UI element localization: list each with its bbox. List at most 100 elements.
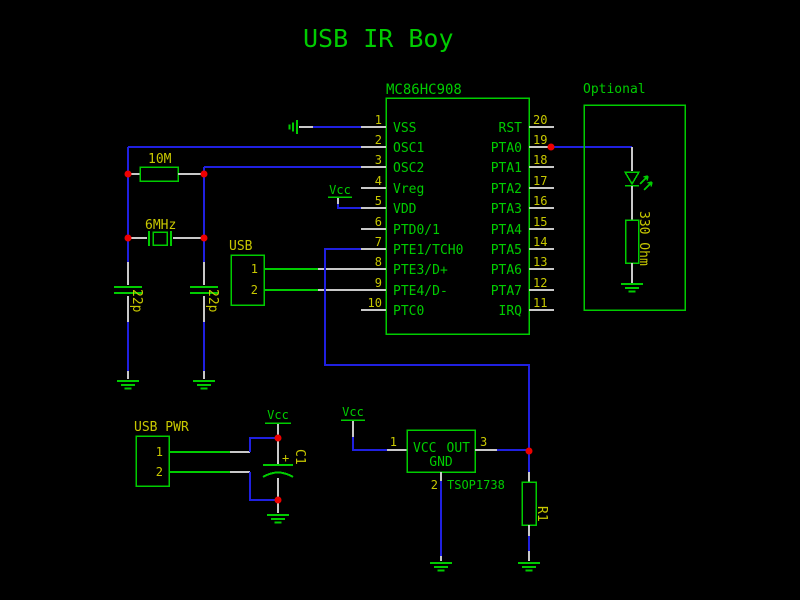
resistor-r1: R1 <box>521 452 549 561</box>
pin-label: IRQ <box>499 304 523 319</box>
mcu-part-name: MC86HC908 <box>386 82 462 98</box>
resistor-value: 10M <box>148 152 172 167</box>
pin-label: PTE3/D+ <box>393 263 448 278</box>
tsop-vcc-pin: VCC <box>413 441 436 456</box>
net-wire-vdd <box>337 204 361 209</box>
usb-connector: USB 1 2 <box>229 239 361 306</box>
ground-symbol <box>193 380 215 390</box>
pin-label: RST <box>499 121 523 136</box>
pin-number: 7 <box>375 235 382 249</box>
pin-number: 14 <box>533 235 547 249</box>
ground-symbol <box>288 120 313 134</box>
pin-label: Vreg <box>393 182 424 197</box>
resistor-body <box>521 481 537 526</box>
vcc-symbol: Vcc <box>328 183 352 204</box>
tsop-out-pin: OUT <box>447 441 471 456</box>
pin-number: 5 <box>375 194 382 208</box>
crystal-value: 6MHz <box>145 218 176 233</box>
led-arrow <box>639 175 649 185</box>
resistor-330: 330 Ohm <box>624 211 651 266</box>
resistor-body <box>139 166 179 182</box>
junction-dot <box>525 447 533 455</box>
pin-number: 9 <box>375 276 382 290</box>
pin-label: PTA7 <box>491 284 522 299</box>
pin-label: VDD <box>393 202 417 217</box>
junction-dot <box>547 143 555 151</box>
pin-number: 1 <box>390 435 397 449</box>
pin-number: 4 <box>375 174 382 188</box>
pin-number: 11 <box>533 296 547 310</box>
pin-number: 1 <box>375 113 382 127</box>
junction-dot <box>274 496 282 504</box>
ground-symbol <box>430 562 452 572</box>
tsop-part-name: TSOP1738 <box>447 478 505 492</box>
vcc-symbol: Vcc <box>341 405 365 437</box>
net-wire-vcc <box>249 437 276 452</box>
cap-value: 22p <box>205 289 220 313</box>
pin-number: 8 <box>375 255 382 269</box>
mcu-body <box>385 97 530 335</box>
crystal-6mhz: 6MHz <box>130 218 202 246</box>
pin-label: PTD0/1 <box>393 223 440 238</box>
capacitor-c1: + C1 <box>262 440 307 498</box>
pin-label: PTE1/TCH0 <box>393 243 463 258</box>
pin-number: 2 <box>156 465 163 479</box>
net-wire-irout <box>324 248 530 448</box>
pin-number: 2 <box>251 283 258 297</box>
junction-dot <box>200 170 208 178</box>
junction-dot <box>124 170 132 178</box>
osc-network: 10M 6MHz 22p 22p <box>114 146 361 390</box>
pin-number: 17 <box>533 174 547 188</box>
pin-number: 1 <box>156 445 163 459</box>
optional-label: Optional <box>583 82 646 97</box>
optional-frame <box>583 104 686 311</box>
crystal-body <box>152 231 168 246</box>
pin-label: PTE4/D- <box>393 284 448 299</box>
tsop-gnd-pin: GND <box>429 455 453 470</box>
ground-symbol <box>117 380 139 390</box>
pin-number: 2 <box>375 133 382 147</box>
usb-label: USB <box>229 239 253 254</box>
led-arrow <box>643 181 653 191</box>
pin-label: PTA6 <box>491 263 522 278</box>
pin-number: 16 <box>533 194 547 208</box>
pin-number: 12 <box>533 276 547 290</box>
pin-number: 15 <box>533 215 547 229</box>
cap-value: 22p <box>129 289 144 313</box>
pin-label: PTC0 <box>393 304 424 319</box>
pin-label: PTA1 <box>491 161 522 176</box>
pin-label: OSC1 <box>393 141 424 156</box>
net-wire-gnd <box>249 472 276 501</box>
vcc-label: Vcc <box>329 183 351 197</box>
pin-label: PTA0 <box>491 141 522 156</box>
pin-number: 6 <box>375 215 382 229</box>
usb-body <box>230 254 265 306</box>
pin-number: 19 <box>533 133 547 147</box>
resistor-name: R1 <box>534 506 549 522</box>
vcc-symbol: Vcc <box>265 408 291 436</box>
usb-pwr-body <box>135 435 170 487</box>
ground-symbol <box>267 514 289 524</box>
junction-dot <box>124 234 132 242</box>
page-title: USB IR Boy <box>303 24 454 53</box>
cap-plate-curved <box>262 471 294 478</box>
pin-number: 1 <box>251 262 258 276</box>
pin-number: 20 <box>533 113 547 127</box>
capacitor-22p-right: 22p <box>190 286 220 313</box>
ir-receiver-block: Vcc 1 VCC OUT GND 3 2 TSOP1738 R1 <box>341 405 549 572</box>
cap-name: C1 <box>292 449 307 465</box>
junction-dot <box>274 434 282 442</box>
pin-label: PTA4 <box>491 223 522 238</box>
usb-pwr-label: USB PWR <box>134 420 189 435</box>
usb-pwr-block: USB PWR 1 2 Vcc + C1 <box>134 408 307 524</box>
optional-block: Optional 330 Ohm <box>583 82 686 311</box>
pin-number: 18 <box>533 153 547 167</box>
pin-label: PTA3 <box>491 202 522 217</box>
led-triangle <box>623 171 641 186</box>
pin-number: 3 <box>375 153 382 167</box>
ground-symbol <box>518 562 540 572</box>
pin-number: 3 <box>480 435 487 449</box>
mcu-symbol: MC86HC908 1 2 3 4 5 6 7 8 9 10 <box>361 82 554 335</box>
junction-dots <box>124 143 555 504</box>
